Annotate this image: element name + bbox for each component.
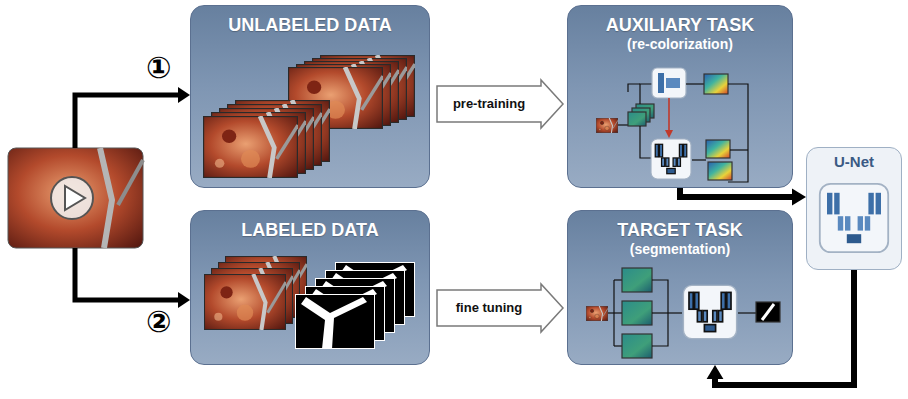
block-arrow xyxy=(437,80,563,128)
arrow-line xyxy=(680,188,794,197)
box-title: AUXILIARY TASK xyxy=(606,14,755,36)
task-box: TARGET TASK(segmentation) xyxy=(567,210,793,365)
box-title: U-Net xyxy=(834,153,874,171)
box-title: UNLABELED DATA xyxy=(228,14,391,36)
edge-label: pre-training xyxy=(451,96,527,112)
box-title: TARGET TASK xyxy=(617,219,742,241)
box-subtitle: (re-colorization) xyxy=(627,36,733,53)
block-arrow xyxy=(437,284,563,332)
video-thumbnail xyxy=(8,148,143,248)
source-arrows xyxy=(75,87,190,308)
block-arrow-shape xyxy=(437,284,563,332)
box-title: LABELED DATA xyxy=(241,219,378,241)
block-arrow-shape xyxy=(437,80,563,128)
box-subtitle: (segmentation) xyxy=(630,241,730,258)
arrow-head xyxy=(792,189,806,206)
edge-label: fine tuning xyxy=(454,300,524,316)
flow-arrow xyxy=(680,188,806,205)
unet-icon xyxy=(820,184,888,252)
callout-number: ② xyxy=(146,306,171,338)
arrow-head xyxy=(707,365,724,379)
callout-number: ① xyxy=(146,52,171,84)
